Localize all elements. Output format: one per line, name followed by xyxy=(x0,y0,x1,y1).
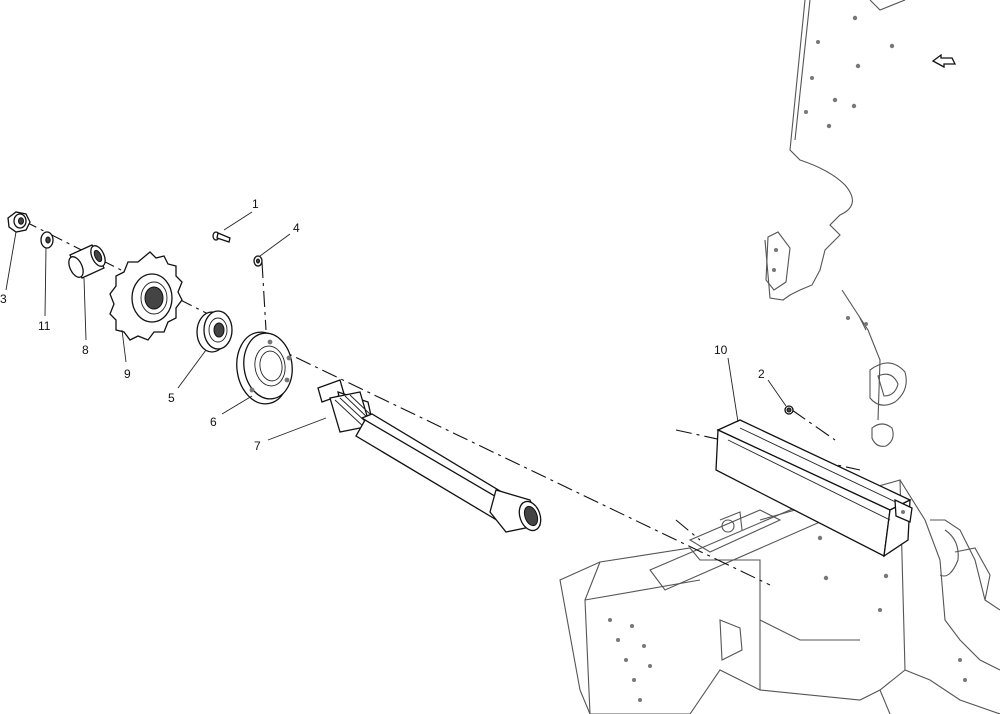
part-sprocket xyxy=(109,251,183,341)
callout-2: 2 xyxy=(758,367,765,381)
part-flange xyxy=(236,331,293,405)
callout-3: 3 xyxy=(0,292,7,306)
hollow-arrow-icon xyxy=(931,53,957,69)
callout-6: 6 xyxy=(210,415,217,429)
callout-4: 4 xyxy=(293,221,300,235)
part-cover xyxy=(715,419,913,558)
leader-lines xyxy=(5,211,787,441)
part-shaft xyxy=(317,379,542,533)
part-washer xyxy=(40,231,54,249)
part-bushing xyxy=(68,244,106,279)
part-nut xyxy=(7,211,31,233)
part-small-washer xyxy=(253,255,263,267)
part-bolt xyxy=(212,231,231,243)
machine-frame xyxy=(559,0,1000,714)
callout-9: 9 xyxy=(124,367,131,381)
part-bearing xyxy=(196,310,233,353)
callout-7: 7 xyxy=(254,439,261,453)
callout-8: 8 xyxy=(82,343,89,357)
callout-labels: 1 4 3 11 8 9 5 6 7 10 2 xyxy=(0,197,765,453)
callout-10: 10 xyxy=(714,343,728,357)
part-screw xyxy=(784,405,794,415)
callout-5: 5 xyxy=(168,391,175,405)
callout-11: 11 xyxy=(38,319,51,333)
callout-1: 1 xyxy=(252,197,259,211)
